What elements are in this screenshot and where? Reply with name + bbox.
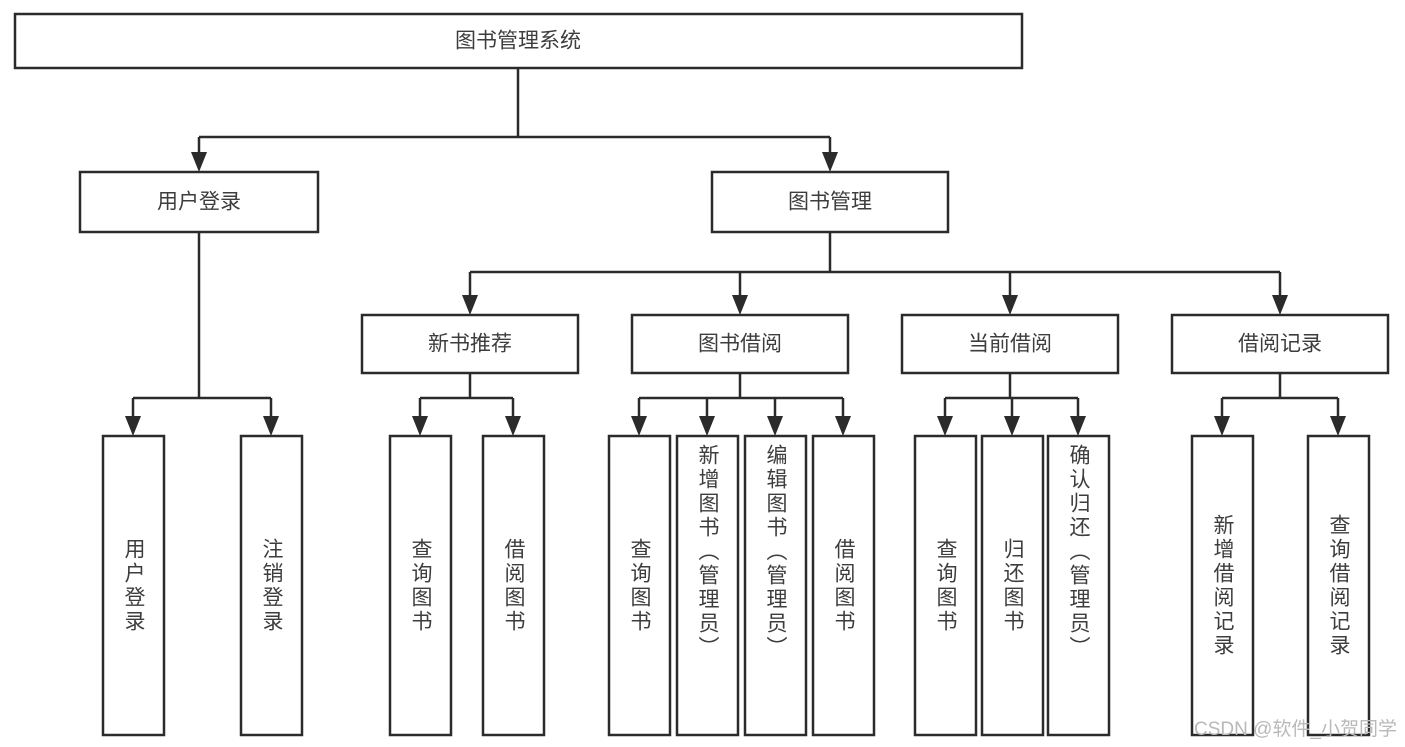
node-new-book-recommend-label: 新书推荐 (428, 333, 512, 356)
arrowhead-book-mgmt (822, 152, 838, 172)
arrowhead-new-book (462, 295, 478, 315)
arrowhead-bb-leaf3 (767, 416, 783, 436)
node-book-management[interactable]: 图书管理 (710, 170, 950, 234)
connector-group (125, 68, 1346, 436)
node-current-borrow-label: 当前借阅 (968, 333, 1052, 356)
node-borrow-record-label: 借阅记录 (1238, 333, 1322, 356)
leaf-box-borrow-record-1[interactable] (1190, 434, 1255, 737)
arrowhead-ul-leaf1 (125, 416, 141, 436)
leaf-box-new-book-2[interactable] (481, 434, 546, 737)
node-book-management-rect[interactable] (710, 170, 950, 234)
node-root[interactable]: 图书管理系统 (13, 12, 1024, 70)
leaf-box-new-book-1[interactable] (388, 434, 453, 737)
arrowhead-br-leaf2 (1330, 416, 1346, 436)
arrowhead-cb-leaf1 (937, 416, 953, 436)
leaf-box-user-login-2[interactable] (239, 434, 304, 737)
arrowhead-book-borrow (732, 295, 748, 315)
leaf-box-borrow-record-2[interactable] (1306, 434, 1371, 737)
arrowhead-cb-leaf2 (1004, 416, 1020, 436)
arrowhead-user-login (191, 152, 207, 172)
arrowhead-nb-leaf1 (412, 416, 428, 436)
node-user-login[interactable]: 用户登录 (78, 170, 320, 234)
leaf-box-book-borrow-3[interactable] (743, 434, 808, 737)
arrowhead-ul-leaf2 (263, 416, 279, 436)
leaf-box-book-borrow-1[interactable] (607, 434, 672, 737)
arrowhead-bb-leaf1 (631, 416, 647, 436)
node-borrow-record-rect[interactable] (1170, 313, 1390, 375)
arrowhead-bb-leaf2 (699, 416, 715, 436)
node-new-book-recommend-rect[interactable] (360, 313, 580, 375)
node-root-label: 图书管理系统 (455, 30, 581, 53)
arrowhead-br-leaf1 (1214, 416, 1230, 436)
node-book-borrow-rect[interactable] (630, 313, 850, 375)
node-current-borrow[interactable]: 当前借阅 (900, 313, 1120, 375)
node-borrow-record[interactable]: 借阅记录 (1170, 313, 1390, 375)
node-user-login-rect[interactable] (78, 170, 320, 234)
node-user-login-label: 用户登录 (157, 191, 241, 214)
arrowhead-borrow-record (1272, 295, 1288, 315)
leaf-box-user-login-1[interactable] (101, 434, 166, 737)
arrowhead-cb-leaf3 (1070, 416, 1086, 436)
node-root-rect[interactable] (13, 12, 1024, 70)
leaf-box-book-borrow-4[interactable] (811, 434, 876, 737)
arrowhead-bb-leaf4 (835, 416, 851, 436)
leaf-box-current-borrow-3[interactable] (1046, 434, 1111, 737)
leaf-box-current-borrow-2[interactable] (980, 434, 1045, 737)
node-new-book-recommend[interactable]: 新书推荐 (360, 313, 580, 375)
node-current-borrow-rect[interactable] (900, 313, 1120, 375)
node-book-management-label: 图书管理 (788, 191, 872, 214)
leaf-box-current-borrow-1[interactable] (913, 434, 978, 737)
node-book-borrow[interactable]: 图书借阅 (630, 313, 850, 375)
arrowhead-current-borrow (1002, 295, 1018, 315)
arrowhead-nb-leaf2 (505, 416, 521, 436)
node-book-borrow-label: 图书借阅 (698, 333, 782, 356)
leaf-box-book-borrow-2[interactable] (675, 434, 740, 737)
